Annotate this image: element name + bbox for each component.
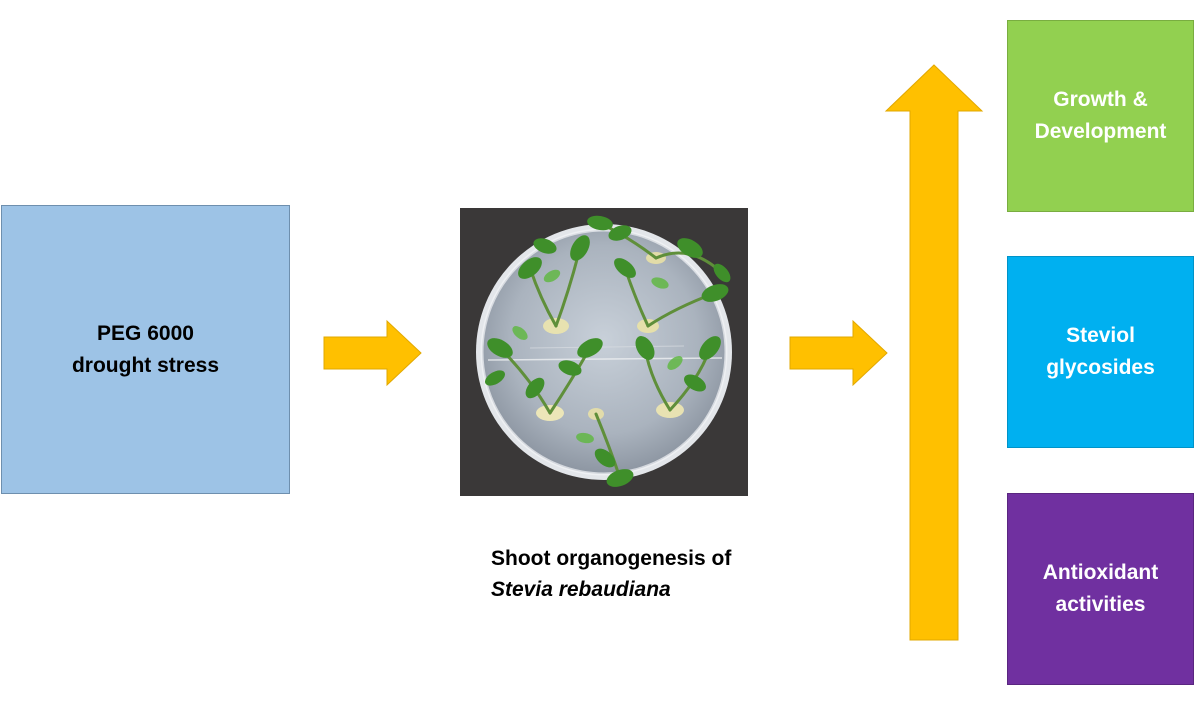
petri-dish-photo <box>460 208 748 496</box>
up-arrow-icon <box>884 64 984 641</box>
right-arrow-icon <box>789 319 888 387</box>
photo-caption: Shoot organogenesis of Stevia rebaudiana <box>491 543 731 605</box>
caption-text: Shoot organogenesis of <box>491 547 732 570</box>
antiox-box-line2: activities <box>1055 593 1146 616</box>
steviol-box-line1: Steviol <box>1066 324 1135 347</box>
right-arrow-icon <box>323 319 422 387</box>
growth-development-box: Growth & Development <box>1007 20 1194 212</box>
steviol-box-line2: glycosides <box>1046 356 1155 379</box>
peg-drought-stress-box: PEG 6000 drought stress <box>1 205 290 494</box>
growth-box-line1: Growth & <box>1053 88 1148 111</box>
antiox-box-line1: Antioxidant <box>1042 561 1159 584</box>
stress-box-line2: drought stress <box>71 353 220 377</box>
growth-box-line2: Development <box>1034 120 1167 143</box>
antioxidant-activities-box: Antioxidant activities <box>1007 493 1194 685</box>
steviol-glycosides-box: Steviol glycosides <box>1007 256 1194 448</box>
stress-box-line1: PEG 6000 <box>97 321 194 345</box>
caption-species-name: Stevia rebaudiana <box>491 578 671 601</box>
